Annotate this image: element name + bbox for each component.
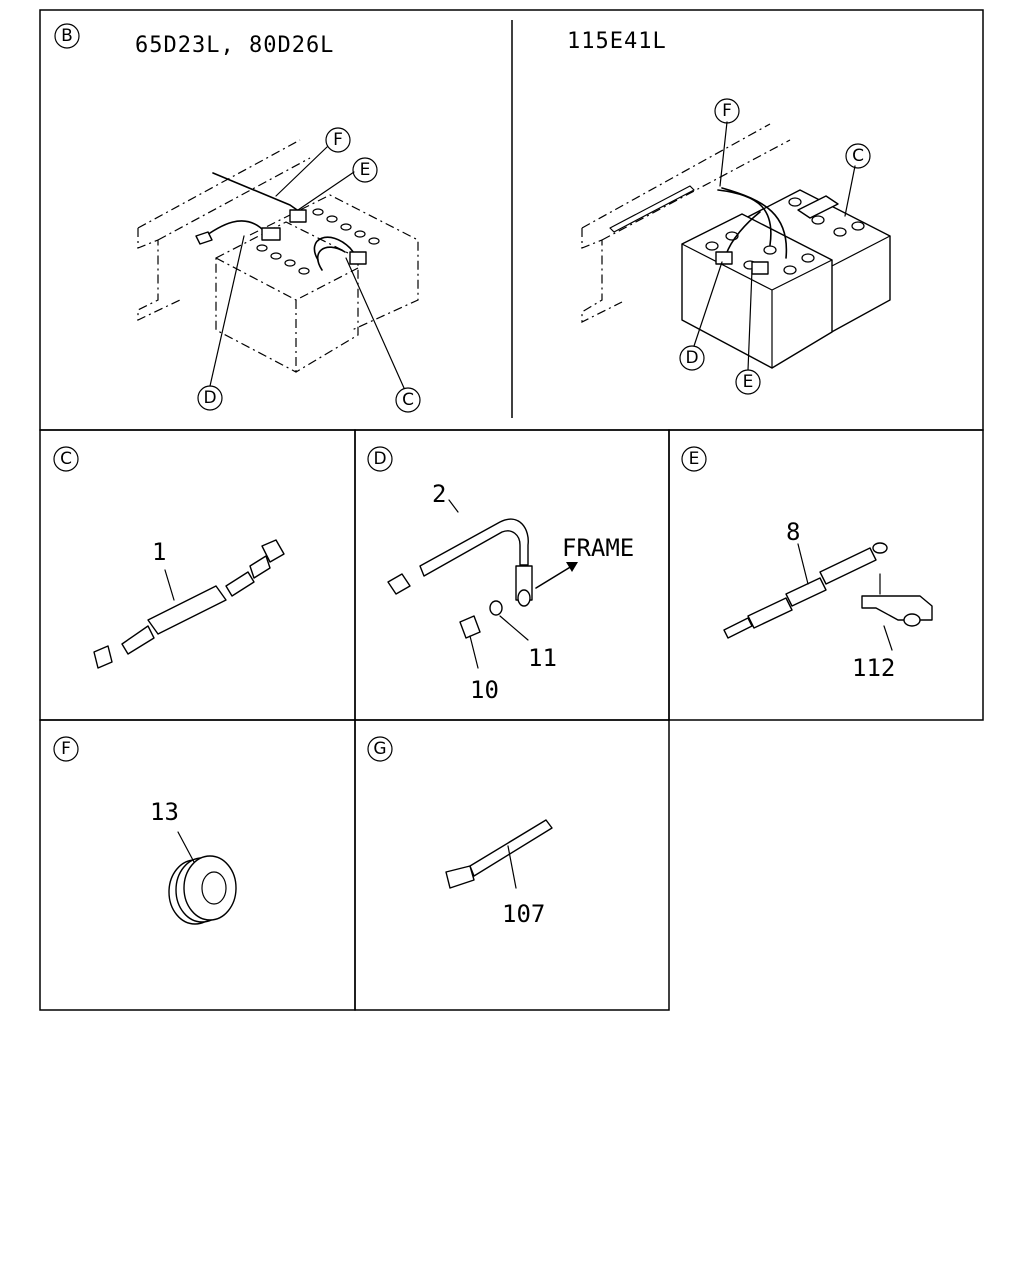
svg-text:C: C: [852, 146, 864, 166]
svg-text:B: B: [61, 26, 73, 46]
detail-d-part-11: 11: [528, 644, 557, 672]
detail-f-label: F: [53, 736, 79, 762]
detail-d-part-10: 10: [470, 676, 499, 704]
svg-text:E: E: [360, 160, 371, 180]
left-callout-f: F: [325, 127, 351, 153]
detail-d-label: D: [367, 446, 393, 472]
detail-e-part-8: 8: [786, 518, 800, 546]
svg-text:F: F: [333, 130, 343, 150]
right-callout-f: F: [714, 98, 740, 124]
svg-text:D: D: [203, 388, 216, 408]
detail-c-part-1: 1: [152, 538, 166, 566]
svg-text:G: G: [373, 739, 386, 759]
left-callout-c: C: [395, 387, 421, 413]
svg-text:E: E: [743, 372, 754, 392]
svg-text:F: F: [61, 739, 71, 759]
detail-f-grommet: [168, 831, 237, 925]
right-battery-title: 115E41L: [567, 29, 667, 54]
svg-text:C: C: [60, 449, 72, 469]
panel-frames: [39, 9, 984, 1011]
view-b-label: B: [54, 23, 80, 49]
detail-e-part-112: 112: [852, 654, 895, 682]
detail-e-cable: [723, 542, 933, 651]
svg-text:F: F: [722, 101, 732, 121]
left-callout-e: E: [352, 157, 378, 183]
detail-c-label: C: [53, 446, 79, 472]
detail-d-frame-annotation: FRAME: [562, 534, 634, 562]
svg-text:D: D: [685, 348, 698, 368]
right-callout-d: D: [679, 345, 705, 371]
left-battery-title: 65D23L, 80D26L: [135, 33, 334, 58]
detail-e-label: E: [681, 446, 707, 472]
svg-text:C: C: [402, 390, 414, 410]
left-callout-d: D: [197, 385, 223, 411]
svg-text:E: E: [689, 449, 700, 469]
right-callout-e: E: [735, 369, 761, 395]
detail-g-label: G: [367, 736, 393, 762]
right-callout-c: C: [845, 143, 871, 169]
detail-g-cable-tie: [445, 819, 553, 889]
detail-d-cable: [387, 499, 578, 669]
detail-f-part-13: 13: [150, 798, 179, 826]
detail-d-part-2: 2: [432, 480, 446, 508]
detail-c-cable: [93, 539, 285, 669]
detail-g-part-107: 107: [502, 900, 545, 928]
left-battery-illustration: [137, 139, 419, 389]
right-battery-illustration: [581, 121, 891, 371]
svg-text:D: D: [373, 449, 386, 469]
